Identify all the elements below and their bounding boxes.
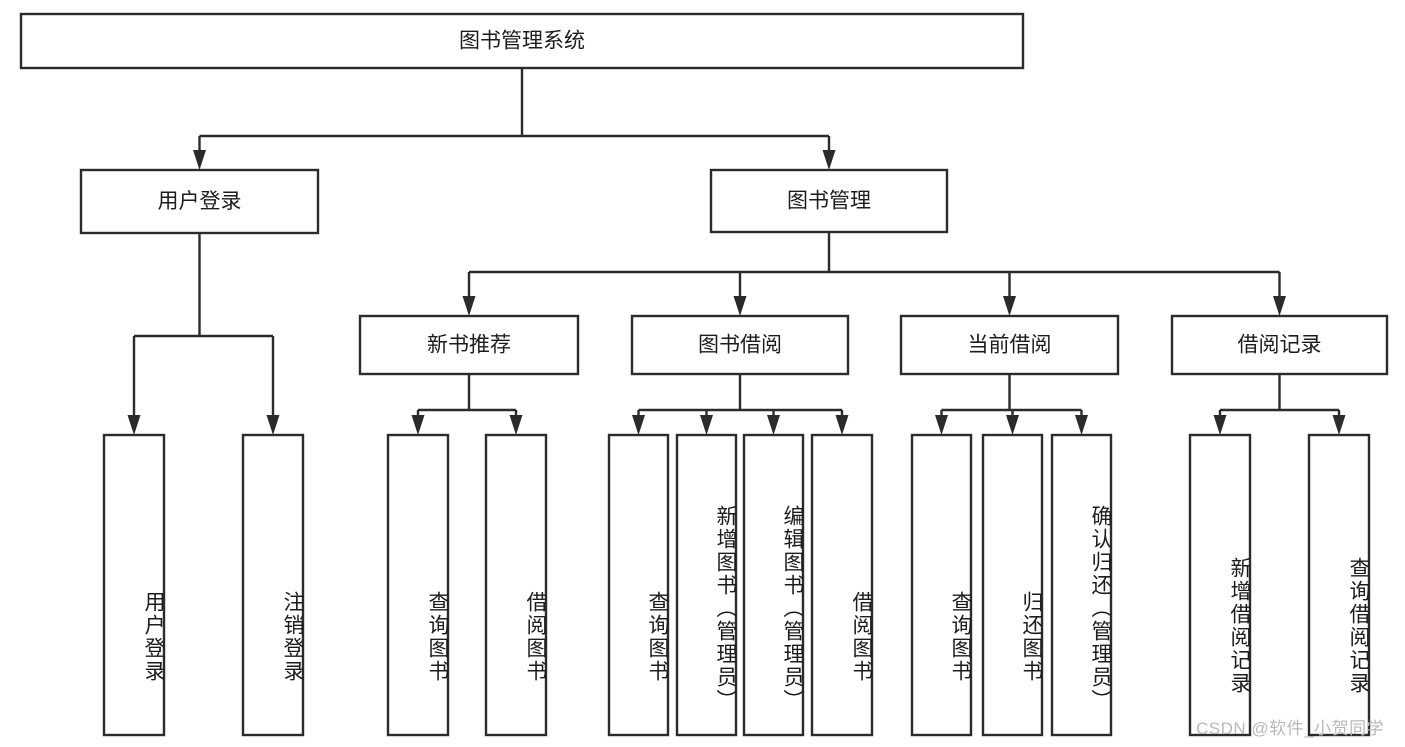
node-box-borrow-record[interactable] bbox=[1170, 314, 1389, 376]
node-box-leaf-query-book-3[interactable] bbox=[910, 433, 973, 737]
edge-arrowhead bbox=[1213, 415, 1227, 435]
node-label-book-manage: 图书管理 bbox=[787, 190, 871, 213]
node-box-user-login[interactable] bbox=[79, 168, 320, 235]
node-label-root: 图书管理系统 bbox=[459, 30, 585, 53]
edge-arrowhead bbox=[1006, 415, 1019, 435]
node-box-leaf-add-record[interactable] bbox=[1188, 433, 1252, 737]
node-label-user-login: 用户登录 bbox=[158, 190, 242, 213]
node-box-leaf-confirm-return[interactable] bbox=[1050, 433, 1113, 737]
edge-arrowhead bbox=[1003, 296, 1016, 316]
node-box-leaf-user-login[interactable] bbox=[102, 433, 166, 737]
edge-arrowhead bbox=[733, 296, 747, 316]
edge-arrowhead bbox=[1332, 415, 1346, 435]
node-label-borrow-record: 借阅记录 bbox=[1238, 334, 1322, 357]
csdn-watermark: CSDN @软件_小贺同学 bbox=[1196, 719, 1385, 738]
edge-arrowhead bbox=[835, 415, 849, 435]
node-label-current-borrow: 当前借阅 bbox=[968, 334, 1052, 357]
node-box-leaf-query-record[interactable] bbox=[1307, 433, 1371, 737]
node-box-leaf-query-book-1[interactable] bbox=[386, 433, 450, 737]
node-box-root[interactable] bbox=[19, 12, 1025, 70]
node-box-leaf-return-book[interactable] bbox=[981, 433, 1044, 737]
node-box-current-borrow[interactable] bbox=[899, 314, 1120, 376]
edge-arrowhead bbox=[509, 415, 523, 435]
edge-arrowhead bbox=[1273, 296, 1286, 316]
node-label-book-borrow: 图书借阅 bbox=[698, 334, 782, 357]
edge-arrowhead bbox=[935, 415, 948, 435]
edge-arrowhead bbox=[127, 415, 141, 435]
edge-arrowhead bbox=[822, 150, 836, 170]
edge-arrowhead bbox=[411, 415, 425, 435]
edge-arrowhead bbox=[1075, 415, 1088, 435]
edge-arrowhead bbox=[632, 415, 645, 435]
node-box-book-borrow[interactable] bbox=[630, 314, 850, 376]
node-box-book-manage[interactable] bbox=[709, 168, 949, 234]
node-box-new-book-recommend[interactable] bbox=[358, 314, 580, 376]
edge-arrowhead bbox=[767, 415, 780, 435]
edge-arrowhead bbox=[462, 296, 476, 316]
node-label-new-book-recommend: 新书推荐 bbox=[427, 334, 511, 357]
edge-arrowhead bbox=[193, 150, 206, 170]
node-box-leaf-logout[interactable] bbox=[241, 433, 305, 737]
node-box-leaf-borrow-book-2[interactable] bbox=[810, 433, 874, 737]
edge-arrowhead bbox=[700, 415, 713, 435]
node-box-leaf-add-book[interactable] bbox=[675, 433, 738, 737]
edges-layer bbox=[127, 68, 1346, 435]
node-box-leaf-query-book-2[interactable] bbox=[607, 433, 670, 737]
node-box-leaf-edit-book[interactable] bbox=[742, 433, 805, 737]
node-box-leaf-borrow-book-1[interactable] bbox=[484, 433, 548, 737]
boxes-layer bbox=[19, 12, 1389, 737]
edge-arrowhead bbox=[266, 415, 280, 435]
